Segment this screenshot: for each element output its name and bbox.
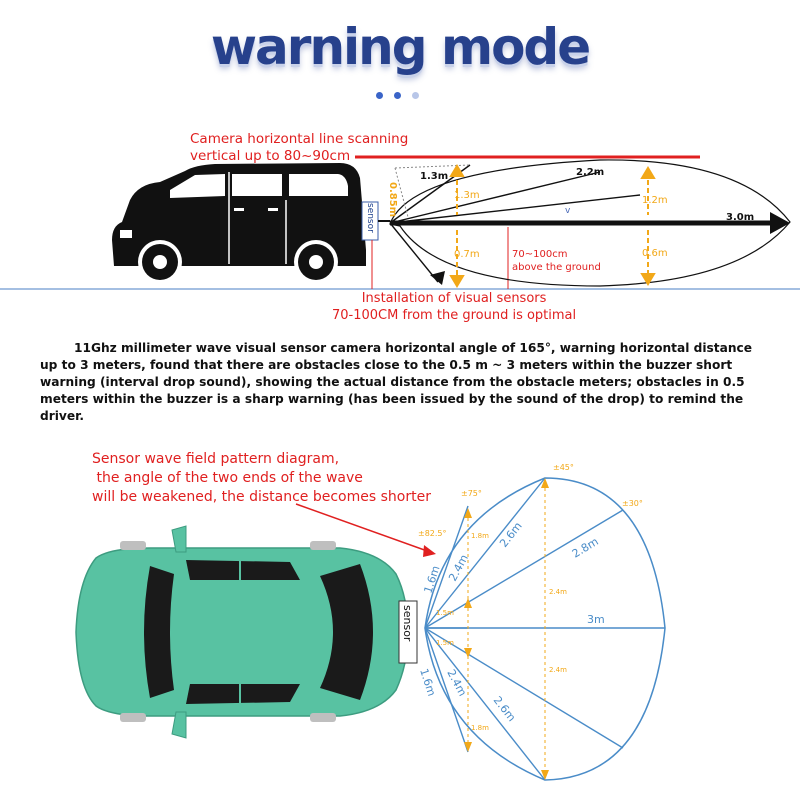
label-2-2: 2.2m — [576, 167, 604, 178]
d-3: 3m — [587, 613, 605, 626]
s-2-4-bottom: 2.4m — [549, 666, 567, 674]
dot-2[interactable] — [394, 92, 401, 99]
label-1-3-height: 1.3m — [454, 190, 480, 201]
label-1-2: 1.2m — [642, 195, 668, 206]
dot-3[interactable] — [412, 92, 419, 99]
camera-note-line-1: Camera horizontal line scanning — [190, 131, 409, 147]
label-1-3-dist: 1.3m — [420, 171, 448, 182]
ground-note-2: above the ground — [512, 262, 601, 273]
angle-30: ±30° — [622, 499, 643, 508]
angle-82: ±82.5° — [418, 529, 447, 538]
camera-note-line-2: vertical up to 80~90cm — [190, 148, 351, 164]
page-title: warning mode — [210, 18, 591, 76]
van-icon — [112, 163, 366, 284]
wave-note-line-3: will be weakened, the distance becomes s… — [92, 489, 431, 505]
sensor-label-bottom: sensor — [401, 605, 414, 642]
car-topview-icon — [75, 525, 409, 739]
d-2-6-bottom: 2.6m — [491, 694, 519, 724]
label-3-0: 3.0m — [726, 212, 754, 223]
svg-text:v: v — [565, 206, 571, 216]
label-0-7: 0.7m — [454, 249, 480, 260]
wave-note-line-2: the angle of the two ends of the wave — [92, 470, 363, 486]
label-0-85: 0.85m — [387, 182, 398, 217]
sensing-lobe — [389, 159, 791, 287]
angle-75: ±75° — [461, 489, 482, 498]
wave-note: Sensor wave field pattern diagram, the a… — [92, 450, 431, 507]
d-2-4-top: 2.4m — [446, 552, 471, 583]
pagination-dots — [376, 92, 419, 99]
top-diagram: sensor — [0, 155, 800, 290]
d-2-8: 2.8m — [570, 535, 601, 561]
install-note-line-1: Installation of visual sensors — [361, 291, 547, 306]
s-1-8-bottom: 1.8m — [471, 724, 489, 732]
s-1-8-top: 1.8m — [471, 532, 489, 540]
sensor-label: sensor — [365, 203, 375, 233]
angle-45: ±45° — [553, 463, 574, 472]
sensor-box-bottom — [398, 600, 418, 664]
camera-note: Camera horizontal line scanning vertical… — [190, 131, 408, 165]
height-arrows — [449, 164, 656, 288]
note-arrow — [295, 503, 431, 553]
wave-rays — [424, 477, 665, 781]
label-0-6: 0.6m — [642, 248, 668, 259]
s-1-5-bottom: 1.5m — [436, 639, 454, 647]
ground-note-1: 70~100cm — [512, 249, 567, 260]
install-note-line-2: 70-100CM from the ground is optimal — [332, 308, 577, 323]
dot-1[interactable] — [376, 92, 383, 99]
s-1-5-top: 1.5m — [436, 609, 454, 617]
d-2-6-top: 2.6m — [497, 520, 525, 550]
description: 11Ghz millimeter wave visual sensor came… — [40, 341, 753, 423]
d-2-4-bottom: 2.4m — [444, 667, 469, 698]
s-2-4-top: 2.4m — [549, 588, 567, 596]
d-1-6-top: 1.6m — [421, 564, 442, 595]
wave-note-line-1: Sensor wave field pattern diagram, — [92, 451, 340, 467]
d-1-6-bottom: 1.6m — [417, 667, 438, 698]
install-note: Installation of visual sensors 70-100CM … — [332, 290, 576, 324]
wave-field — [424, 477, 666, 781]
